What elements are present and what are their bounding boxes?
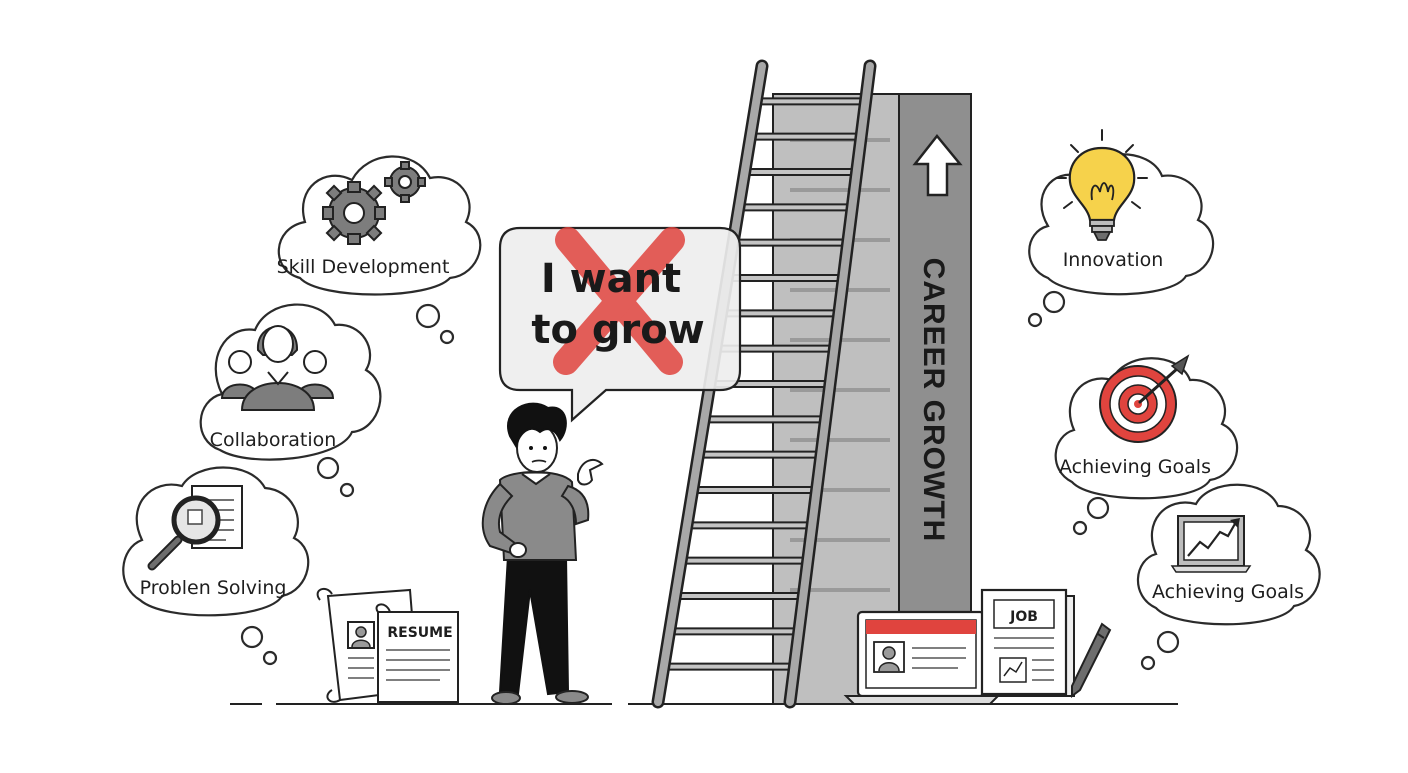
thought-cloud-skill-development: Skill Development xyxy=(277,155,482,345)
career-growth-tower: CAREER GROWTH xyxy=(772,93,972,705)
person-figure xyxy=(481,402,604,705)
speech-line-2: to grow xyxy=(531,307,704,353)
gears-icon xyxy=(322,161,426,245)
thought-cloud-achieving-goals-chart: Achieving Goals xyxy=(1136,483,1321,671)
up-arrow-icon xyxy=(912,134,963,197)
thought-cloud-achieving-goals-target: Achieving Goals xyxy=(1054,354,1239,536)
job-label: JOB xyxy=(1009,609,1038,625)
job-document: JOB xyxy=(980,588,1075,697)
speech-line-1: I want xyxy=(541,256,681,302)
resume-document: RESUME xyxy=(316,587,459,703)
laptop xyxy=(843,610,1001,705)
thought-label-skill-development: Skill Development xyxy=(277,256,450,278)
thought-label-problem-solving: Problen Solving xyxy=(140,577,287,599)
thought-cloud-collaboration: Collaboration xyxy=(199,303,382,498)
thought-label-innovation: Innovation xyxy=(1063,249,1164,271)
thought-label-achieving-goals-1: Achieving Goals xyxy=(1059,456,1211,478)
thought-label-collaboration: Collaboration xyxy=(210,429,337,451)
target-icon xyxy=(1099,354,1190,443)
thought-cloud-innovation: Innovation xyxy=(1027,129,1215,328)
thought-cloud-problem-solving: Problen Solving xyxy=(122,466,310,666)
resume-label: RESUME xyxy=(387,625,452,641)
team-icon xyxy=(220,325,335,411)
thought-label-achieving-goals-2: Achieving Goals xyxy=(1152,581,1304,603)
speech-bubble: I want to grow xyxy=(498,226,742,423)
magnifier-document-icon xyxy=(147,485,243,571)
pen-icon xyxy=(1071,622,1112,698)
tower-label: CAREER GROWTH xyxy=(917,258,950,543)
cross-mark-icon xyxy=(553,227,685,375)
growth-chart-icon xyxy=(1170,515,1252,573)
lightbulb-icon xyxy=(1056,129,1148,241)
